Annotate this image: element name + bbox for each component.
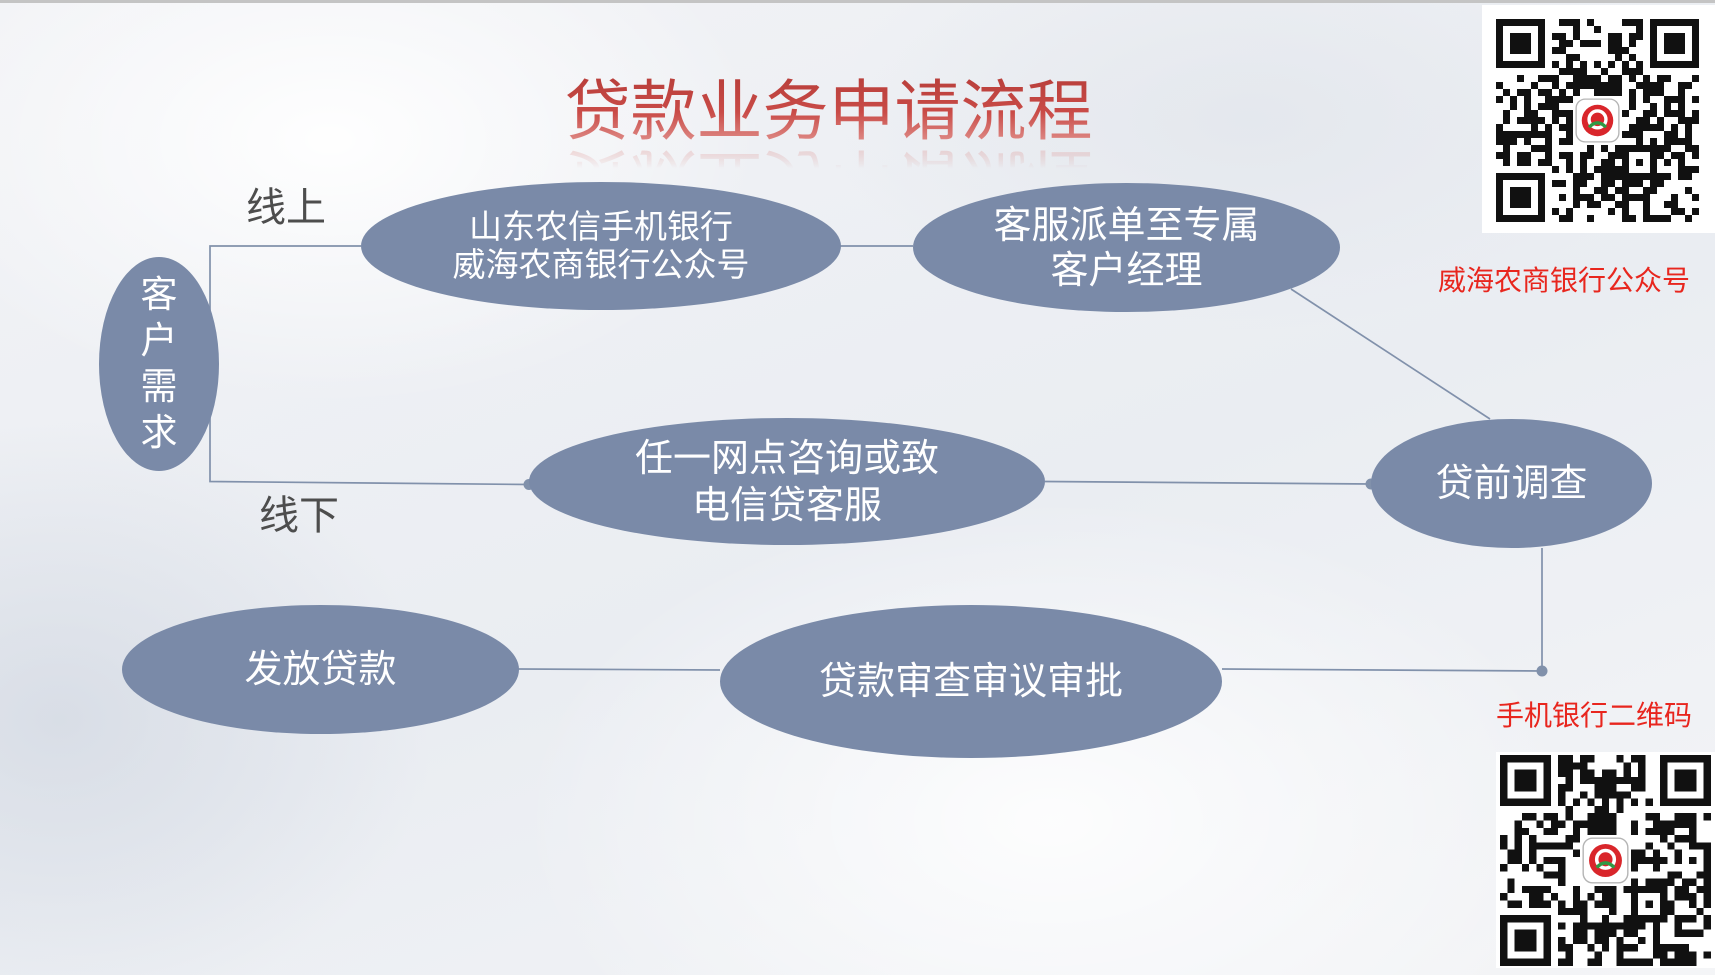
node-online-channel-line1: 山东农信手机银行: [469, 207, 733, 246]
connector-dispatch-to-survey: [1290, 288, 1491, 420]
online-label: 线上: [246, 185, 326, 231]
connector-review-to-disbursement: [517, 668, 721, 671]
connector-offline-to-survey: [1044, 480, 1372, 485]
node-offline-channel: 任一网点咨询或致 电信贷客服: [529, 418, 1045, 545]
connector-dot: [1536, 665, 1548, 677]
node-pre-loan-survey-text: 贷前调查: [1435, 461, 1588, 505]
node-dispatch: 客服派单至专属 客户经理: [913, 183, 1340, 312]
node-online-channel: 山东农信手机银行 威海农商银行公众号: [361, 182, 841, 310]
node-dispatch-line1: 客服派单至专属: [993, 202, 1260, 247]
qr-modules: [1500, 755, 1711, 966]
top-rule: [0, 0, 1715, 3]
node-disbursement: 发放贷款: [122, 605, 519, 734]
node-customer-need: 客户需求: [99, 257, 219, 471]
mobile-qr-caption: 手机银行二维码: [1496, 699, 1693, 732]
qr-code-icon: [1500, 755, 1711, 966]
node-disbursement-text: 发放贷款: [244, 647, 397, 691]
node-customer-need-text: 客户需求: [140, 273, 178, 454]
node-review-approval-text: 贷款审查审议审批: [818, 659, 1123, 703]
qr-modules: [1496, 19, 1699, 222]
node-offline-channel-line2: 电信贷客服: [691, 482, 882, 527]
bank-logo-icon: [1575, 98, 1620, 143]
offline-label: 线下: [259, 493, 339, 539]
node-review-approval: 贷款审查审议审批: [720, 605, 1222, 758]
node-online-channel-line2: 威海农商银行公众号: [452, 245, 750, 284]
wechat-qr-caption: 威海农商银行公众号: [1438, 264, 1691, 297]
qr-code-icon: [1496, 19, 1699, 222]
node-dispatch-line2: 客户经理: [1050, 247, 1203, 292]
node-offline-channel-line1: 任一网点咨询或致: [634, 435, 939, 480]
bank-logo-icon: [1582, 837, 1629, 884]
node-pre-loan-survey: 贷前调查: [1371, 419, 1652, 548]
connector-survey-to-review: [1221, 548, 1543, 672]
page-title: 贷款业务申请流程: [540, 72, 1117, 152]
